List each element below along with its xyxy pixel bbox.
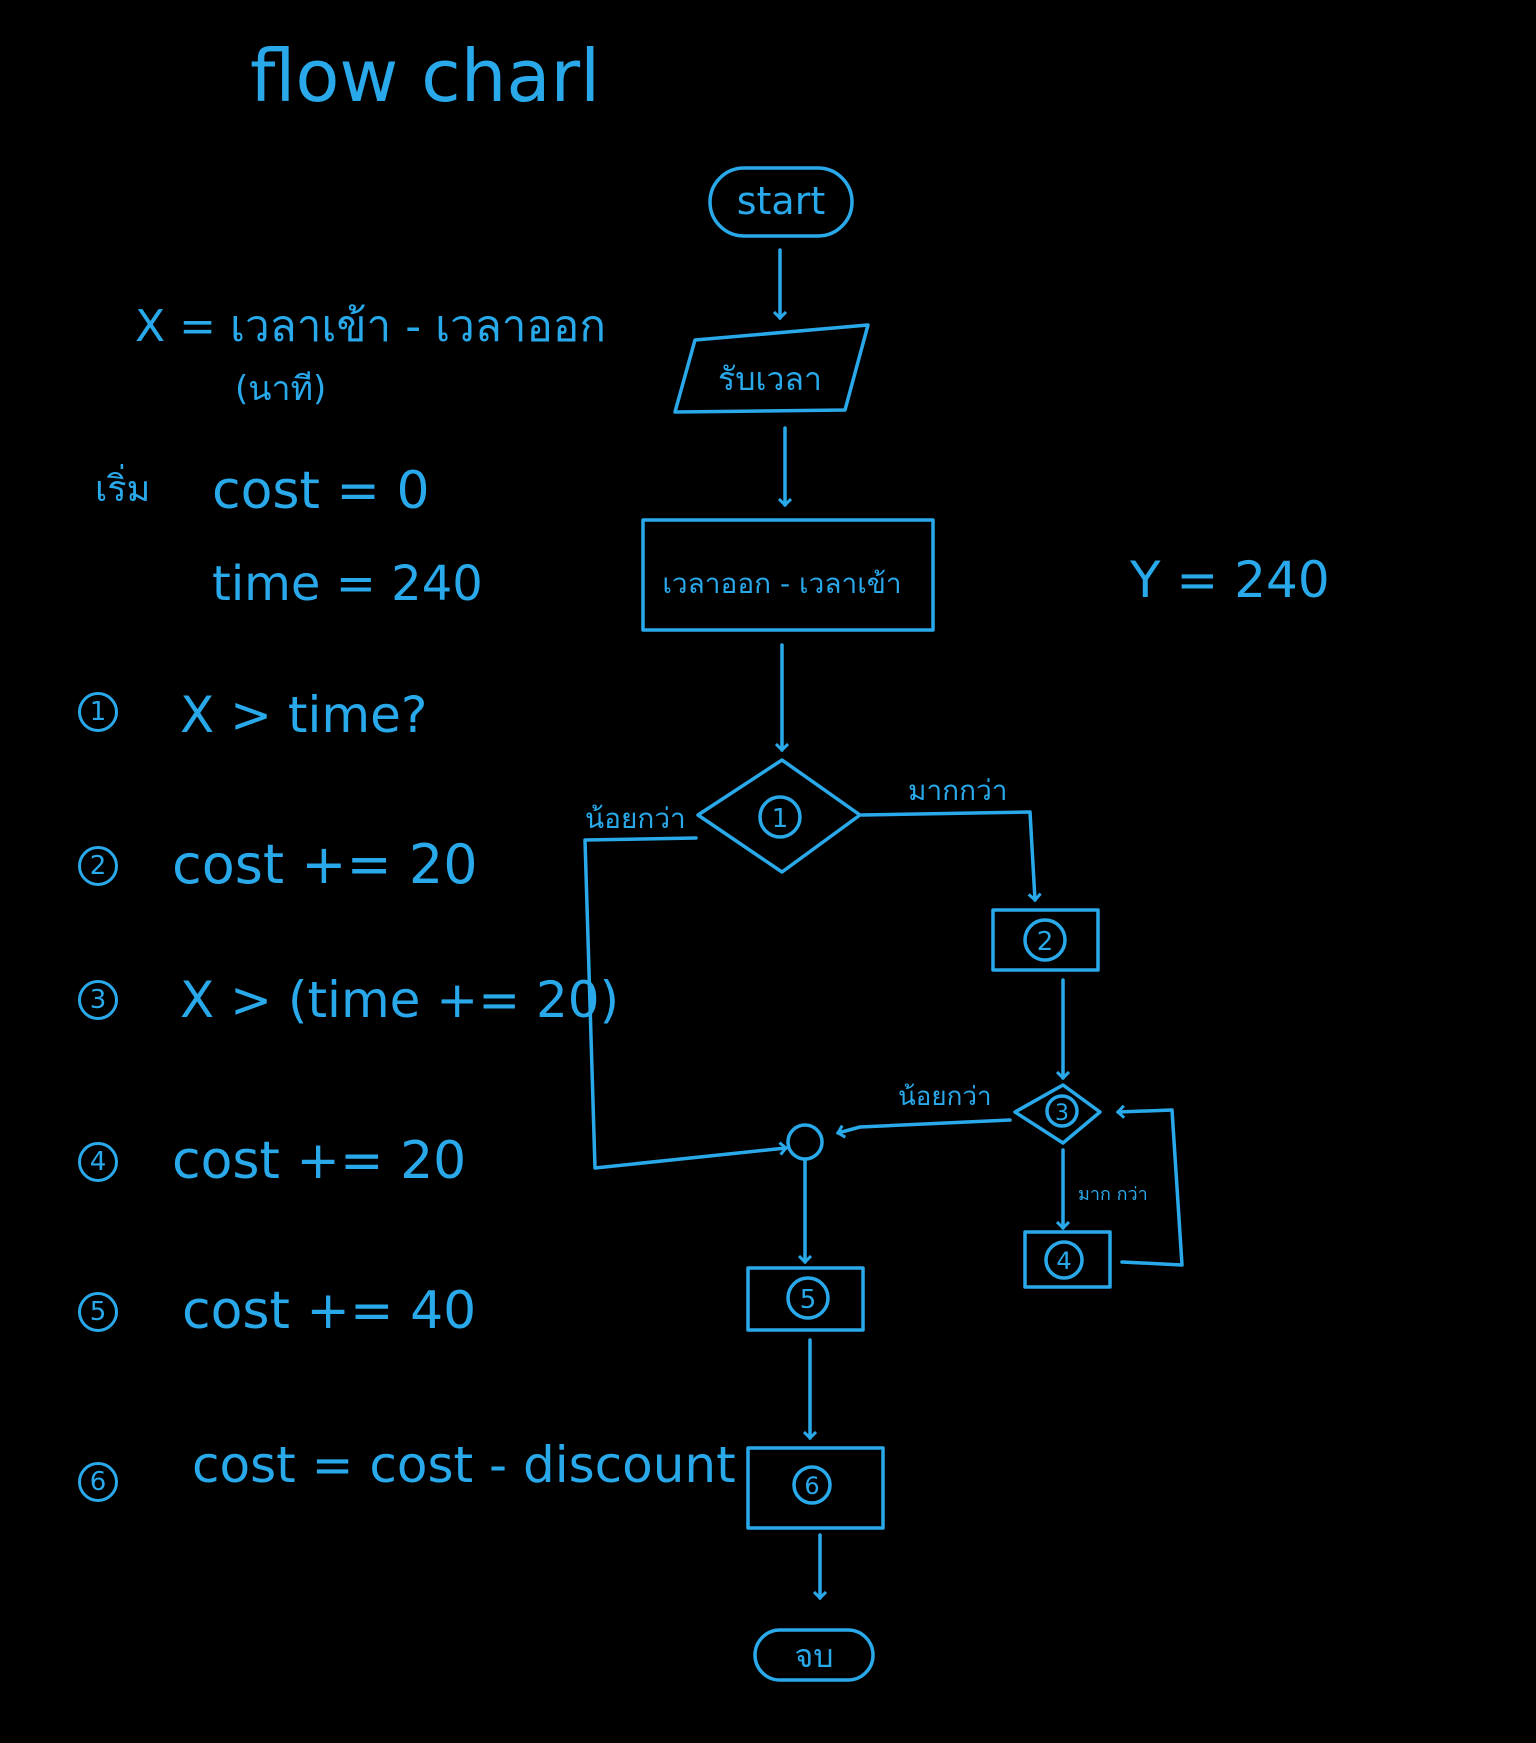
process-label: เวลาออก - เวลาเข้า bbox=[662, 567, 901, 600]
box-5 bbox=[746, 1266, 865, 1332]
decision3-circle bbox=[1045, 1094, 1079, 1128]
arrow-decision1-box2 bbox=[860, 810, 1035, 900]
y-definition: Y = 240 bbox=[1130, 551, 1330, 609]
box-6-circle bbox=[792, 1465, 832, 1505]
input-parallelogram bbox=[673, 323, 870, 414]
step-3-text: X > (time += 20) bbox=[180, 971, 620, 1029]
end-terminator bbox=[753, 1628, 875, 1682]
step-2-text: cost += 20 bbox=[172, 833, 478, 896]
box4-number: 4 bbox=[1056, 1247, 1071, 1275]
arrow-decision3-merge bbox=[838, 1118, 1012, 1133]
step-6-number: 6 bbox=[78, 1462, 118, 1502]
step-3-number: 3 bbox=[78, 980, 118, 1020]
init-cost: cost = 0 bbox=[212, 461, 430, 521]
process-box bbox=[641, 518, 935, 632]
start-label: start bbox=[737, 179, 826, 223]
box-2 bbox=[991, 908, 1100, 972]
box-5-circle bbox=[786, 1276, 830, 1320]
step-4-number: 4 bbox=[78, 1142, 118, 1182]
decision1-circle bbox=[758, 795, 802, 839]
init-label: เริ่ม bbox=[95, 469, 151, 510]
decision3-number: 3 bbox=[1055, 1101, 1069, 1126]
step-6-text: cost = cost - discount bbox=[192, 1436, 736, 1494]
box6-number: 6 bbox=[804, 1472, 819, 1500]
x-unit: (นาที) bbox=[235, 369, 327, 409]
box5-number: 5 bbox=[800, 1285, 817, 1315]
merge-connector bbox=[786, 1123, 824, 1161]
decision3-more-label: มาก กว่า bbox=[1078, 1184, 1148, 1205]
step-4-text: cost += 20 bbox=[172, 1131, 467, 1191]
init-time: time = 240 bbox=[212, 556, 483, 612]
decision1-more-label: มากกว่า bbox=[908, 774, 1008, 807]
box-2-circle bbox=[1023, 918, 1067, 962]
decision1-less-label: น้อยกว่า bbox=[585, 802, 686, 835]
decision1-diamond bbox=[696, 758, 862, 874]
step-5-text: cost += 40 bbox=[182, 1281, 477, 1341]
diagram-title: flow charl bbox=[250, 34, 601, 118]
start-terminator bbox=[708, 166, 854, 238]
step-2-number: 2 bbox=[78, 846, 118, 886]
box-4-circle bbox=[1044, 1240, 1084, 1280]
box-4 bbox=[1023, 1230, 1112, 1289]
arrow-box4-loop bbox=[1118, 1110, 1184, 1267]
decision1-number: 1 bbox=[772, 804, 789, 834]
step-1-text: X > time? bbox=[180, 686, 428, 744]
step-5-number: 5 bbox=[78, 1292, 118, 1332]
end-label: จบ bbox=[794, 1637, 833, 1675]
box2-number: 2 bbox=[1037, 927, 1054, 957]
decision3-less-label: น้อยกว่า bbox=[898, 1082, 992, 1112]
decision3-diamond bbox=[1013, 1083, 1102, 1145]
arrow-decision1-merge bbox=[583, 836, 786, 1170]
step-1-number: 1 bbox=[78, 692, 118, 732]
x-definition: X = เวลาเข้า - เวลาออก bbox=[135, 301, 606, 352]
input-label: รับเวลา bbox=[718, 360, 822, 398]
box-6 bbox=[746, 1446, 885, 1530]
